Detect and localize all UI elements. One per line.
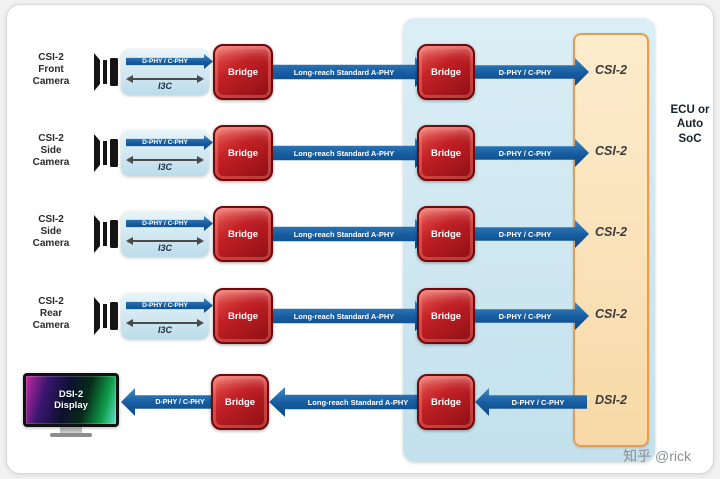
bridge-camera-side: Bridge [213, 44, 273, 100]
camera-link-box: D-PHY / C-PHY I3C [121, 293, 209, 339]
diagram-card: ECU or Auto SoC CSI-2 Front Camera D-PHY… [6, 4, 714, 474]
camera-link-box: D-PHY / C-PHY I3C [121, 211, 209, 257]
port-column [573, 33, 649, 447]
bridge-soc-side: Bridge [417, 44, 475, 100]
i3c-double-arrow-icon [126, 237, 204, 245]
i3c-double-arrow-icon [126, 319, 204, 327]
port-label: CSI-2 [595, 63, 627, 77]
camera-row: CSI-2 Side Camera D-PHY / C-PHY I3C Brid… [7, 5, 713, 473]
monitor-base-icon [50, 433, 92, 437]
i3c-double-arrow-icon [126, 75, 204, 83]
watermark: 知乎 @rick [623, 448, 691, 464]
display-label: DSI-2 Display [54, 388, 88, 411]
ecu-label: ECU or Auto SoC [670, 104, 710, 145]
bridge-camera-side: Bridge [213, 288, 273, 344]
display-row: DSI-2 Display D-PHY / C-PHY Bridge Long-… [7, 5, 713, 473]
bridge-camera-side: Bridge [213, 125, 273, 181]
i3c-label: I3C [157, 81, 172, 91]
aphy-link-arrow: Long-reach Standard A-PHY [269, 387, 431, 417]
port-label: DSI-2 [595, 393, 627, 407]
camera-icon [93, 297, 119, 335]
port-label: CSI-2 [595, 144, 627, 158]
bridge-soc-side: Bridge [417, 288, 475, 344]
i3c-label: I3C [157, 325, 172, 335]
camera-row: CSI-2 Front Camera D-PHY / C-PHY I3C Bri… [7, 5, 713, 473]
camera-icon [93, 53, 119, 91]
display-screen: DSI-2 Display [23, 373, 119, 427]
camera-row: CSI-2 Side Camera D-PHY / C-PHY I3C Brid… [7, 5, 713, 473]
camera-link-box: D-PHY / C-PHY I3C [121, 130, 209, 176]
port-label: CSI-2 [595, 307, 627, 321]
i3c-double-arrow-icon [126, 156, 204, 164]
camera-row: CSI-2 Rear Camera D-PHY / C-PHY I3C Brid… [7, 5, 713, 473]
monitor-stand-icon [60, 427, 82, 433]
bridge-display-side: Bridge [211, 374, 269, 430]
port-label: CSI-2 [595, 225, 627, 239]
i3c-label: I3C [157, 162, 172, 172]
display-monitor-icon: DSI-2 Display [23, 373, 119, 437]
camera-link-box: D-PHY / C-PHY I3C [121, 49, 209, 95]
phy-arrow-to-display: D-PHY / C-PHY [121, 388, 225, 416]
bridge-camera-side: Bridge [213, 206, 273, 262]
i3c-label: I3C [157, 243, 172, 253]
camera-label: CSI-2 Rear Camera [32, 296, 70, 331]
camera-label: CSI-2 Front Camera [32, 52, 70, 87]
camera-label: CSI-2 Side Camera [32, 214, 70, 249]
camera-icon [93, 134, 119, 172]
phy-arrow-from-soc: D-PHY / C-PHY [475, 388, 587, 416]
camera-label: CSI-2 Side Camera [32, 133, 70, 168]
bridge-soc-side: Bridge [417, 374, 475, 430]
bridge-soc-side: Bridge [417, 125, 475, 181]
bridge-soc-side: Bridge [417, 206, 475, 262]
camera-icon [93, 215, 119, 253]
